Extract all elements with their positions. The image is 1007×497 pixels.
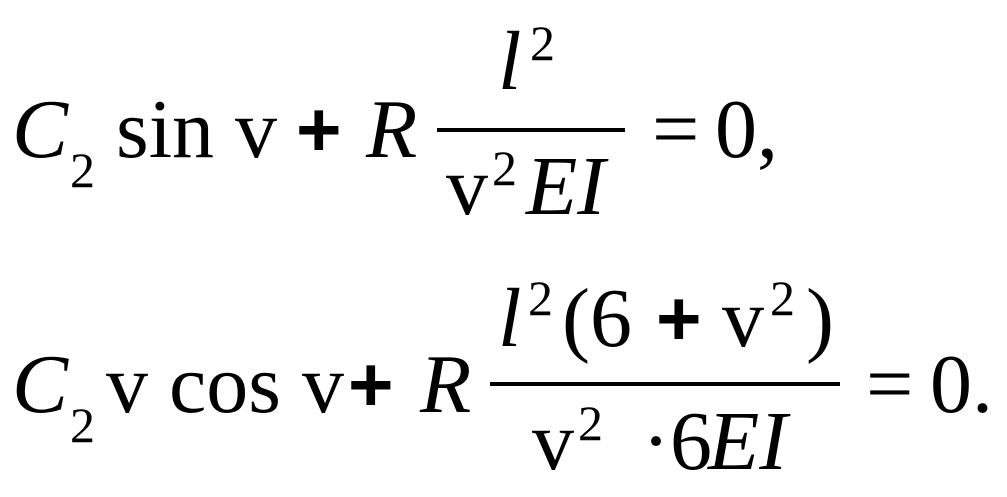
eq2-fraction-bar: [490, 382, 840, 386]
eq1-rhs-zero: 0,: [715, 83, 778, 176]
eq1-denominator-base: v: [446, 140, 488, 233]
eq2-numerator-exp: 2: [528, 270, 553, 326]
eq2-equals: =: [866, 338, 914, 431]
eq2-numerator-plus: +: [656, 274, 702, 362]
eq2-denominator-base: v: [532, 395, 574, 488]
eq1-c-subscript: 2: [70, 142, 95, 198]
eq2-numerator-base: v: [722, 272, 764, 365]
eq1-numerator-exp: 2: [530, 15, 555, 71]
eq1-lhs-terms: sin v: [116, 83, 278, 176]
eq2-denominator-ei: EI: [708, 395, 788, 488]
eq2-c-subscript: 2: [70, 397, 95, 453]
eq2-numerator-exp2: 2: [770, 270, 795, 326]
eq1-c-symbol: C: [12, 83, 69, 176]
eq2-numerator-open: (6: [562, 272, 632, 365]
eq1-fraction-bar: [437, 128, 625, 132]
eq2-denominator-exp: 2: [578, 395, 603, 451]
eq2-numerator-close: ): [806, 272, 834, 365]
eq1-plus: +: [296, 85, 342, 173]
eq2-c-symbol: C: [12, 338, 69, 431]
eq2-lhs-terms: v cos v: [106, 338, 344, 431]
eq2-plus: +: [348, 340, 394, 428]
eq2-numerator-var: l: [498, 272, 522, 365]
eq2-rhs-zero: 0.: [930, 338, 993, 431]
eq1-numerator-var: l: [498, 15, 522, 108]
eq1-denominator-ei: EI: [526, 140, 606, 233]
eq2-r-symbol: R: [420, 338, 472, 431]
eq2-denominator-dot6: ·6: [642, 395, 712, 488]
eq1-denominator-exp: 2: [492, 140, 517, 196]
eq1-r-symbol: R: [366, 83, 418, 176]
eq1-equals: =: [652, 83, 700, 176]
